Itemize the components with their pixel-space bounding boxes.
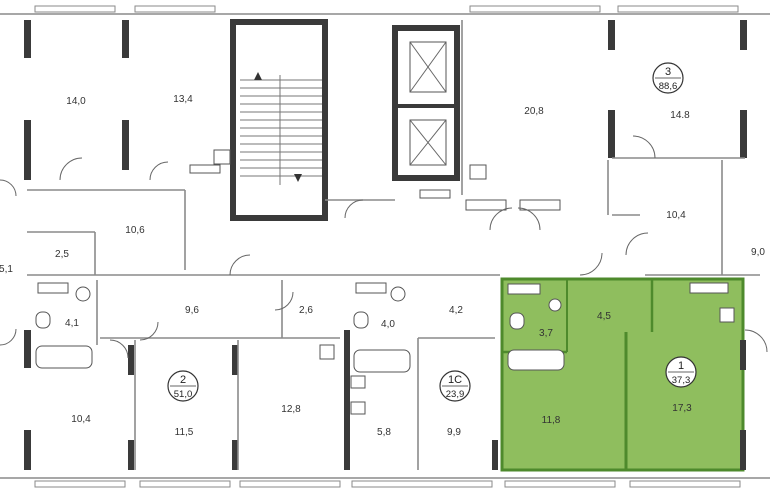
apartment-number: 1 — [678, 360, 684, 372]
apartment-number: 2 — [180, 374, 186, 386]
room-area-label: 17,3 — [672, 403, 692, 414]
interior-walls — [27, 20, 760, 470]
bath-fixtures — [35, 149, 735, 415]
apartment-badge-1c[interactable]: 1С 23,9 — [439, 370, 471, 402]
room-area-label: 9,6 — [185, 305, 199, 316]
room-area-label: 10,4 — [666, 210, 686, 221]
room-area-label: 20,8 — [524, 106, 544, 117]
room-area-label: 9,9 — [447, 427, 461, 438]
room-labels: 14,0 13,4 20,8 14.8 10,6 10,4 9,0 2,5 5,… — [0, 94, 765, 438]
apartment-badge-3[interactable]: 3 88,6 — [652, 62, 684, 94]
room-area-label: 10,4 — [71, 414, 91, 425]
apartment-total-area: 23,9 — [446, 389, 465, 400]
room-area-label: 14.8 — [670, 110, 690, 121]
room-area-label: 14,0 — [66, 96, 86, 107]
windows-top — [34, 5, 739, 13]
apartment-total-area: 51,0 — [174, 389, 193, 400]
room-area-label: 9,0 — [751, 247, 765, 258]
room-area-label: 11,5 — [175, 427, 194, 438]
room-area-label: 2,5 — [55, 249, 69, 260]
room-area-label: 10,6 — [125, 225, 145, 236]
door-swings — [0, 135, 768, 359]
apartment-badge-1[interactable]: 1 37,3 — [665, 356, 697, 388]
room-area-label: 4,2 — [449, 305, 463, 316]
stair-down-arrow-icon — [294, 174, 302, 182]
room-area-label: 13,4 — [173, 94, 193, 105]
room-area-label: 2,6 — [299, 305, 313, 316]
apartment-1-highlight[interactable] — [500, 277, 745, 472]
elevator-shafts — [392, 25, 460, 181]
room-area-label: 5,1 — [0, 264, 13, 275]
apartment-total-area: 88,6 — [659, 81, 678, 92]
room-area-label: 4,1 — [65, 318, 79, 329]
room-area-label: 12,8 — [281, 404, 301, 415]
stair-up-arrow-icon — [254, 72, 262, 80]
room-area-label: 4,5 — [597, 311, 611, 322]
room-area-label: 3,7 — [539, 328, 553, 339]
apartment-badge-2[interactable]: 2 51,0 — [167, 370, 199, 402]
room-area-label: 4,0 — [381, 319, 395, 330]
windows-bottom — [34, 480, 741, 488]
exterior-walls — [0, 13, 770, 479]
room-area-label: 5,8 — [377, 427, 391, 438]
apartment-total-area: 37,3 — [672, 375, 691, 386]
apartment-number: 1С — [448, 374, 462, 386]
apartment-number: 3 — [665, 66, 671, 78]
stairwell — [230, 19, 328, 221]
room-area-label: 11,8 — [542, 415, 561, 426]
